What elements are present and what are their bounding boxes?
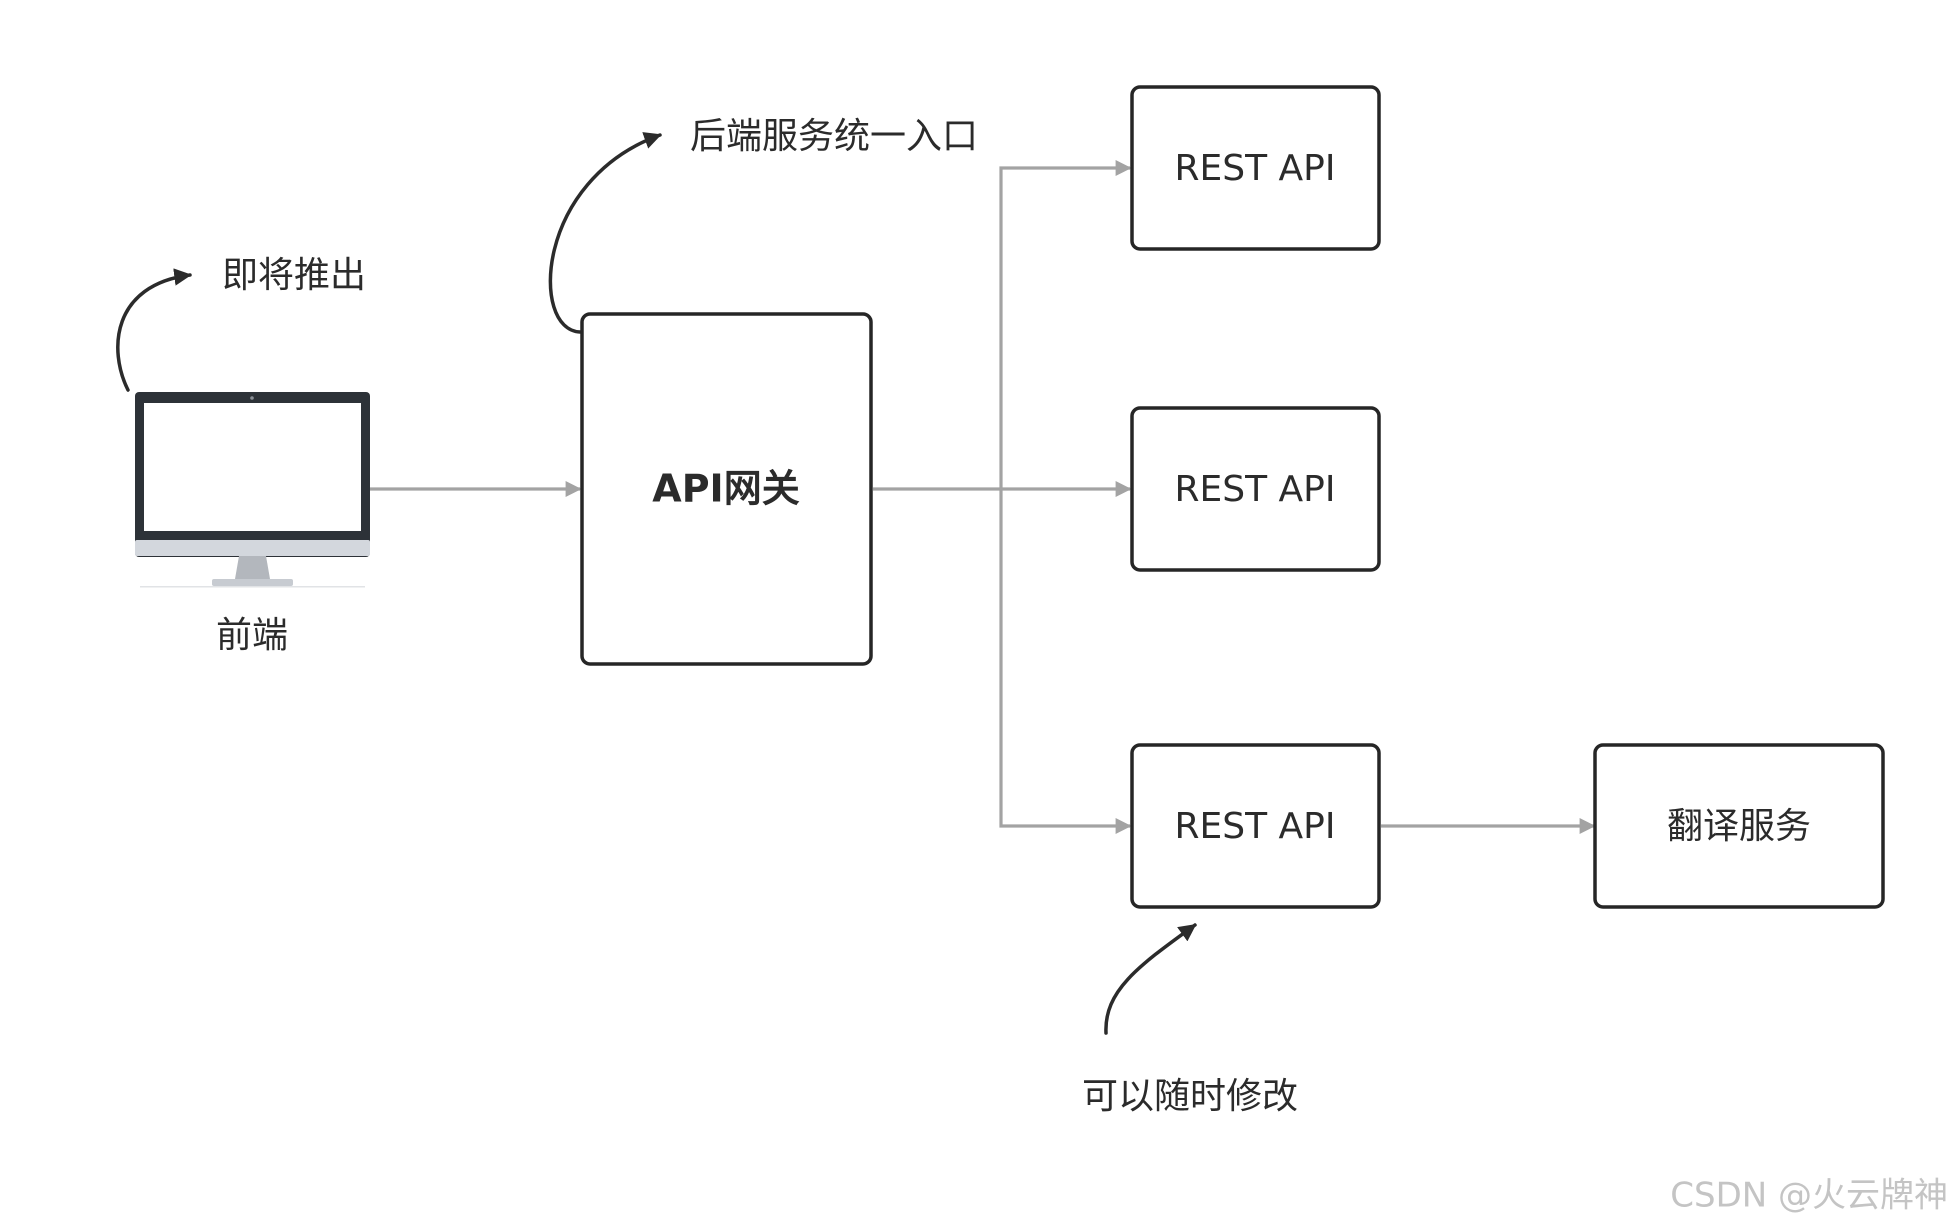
rest-api-top-box[interactable] — [1130, 85, 1381, 251]
frontend-annotation: 即将推出 — [222, 255, 366, 296]
callout-arrow-gateway — [548, 132, 662, 334]
frontend-label: 前端 — [216, 615, 288, 656]
edge-gateway-to-rest-top — [999, 160, 1132, 489]
callout-arrow-frontend — [116, 268, 192, 392]
rest-annotation: 可以随时修改 — [1082, 1076, 1298, 1117]
rest-api-middle-box[interactable] — [1130, 406, 1381, 572]
monitor-icon — [135, 392, 370, 588]
watermark: CSDN @火云牌神 — [1670, 1176, 1948, 1216]
translation-service-label: 翻译服务 — [1667, 806, 1811, 847]
gateway-label: API网关 — [652, 467, 799, 511]
callout-arrow-rest — [1104, 923, 1197, 1035]
rest-api-middle-label: REST API — [1175, 469, 1336, 510]
translation-service-box[interactable] — [1593, 743, 1885, 909]
gateway-annotation: 后端服务统一入口 — [690, 116, 978, 157]
rest-api-bottom-label: REST API — [1175, 806, 1336, 847]
rest-api-top-label: REST API — [1175, 148, 1336, 189]
rest-api-bottom-box[interactable] — [1130, 743, 1381, 909]
edge-gateway-to-rest-bottom — [999, 489, 1132, 834]
gateway-box[interactable] — [580, 312, 873, 666]
